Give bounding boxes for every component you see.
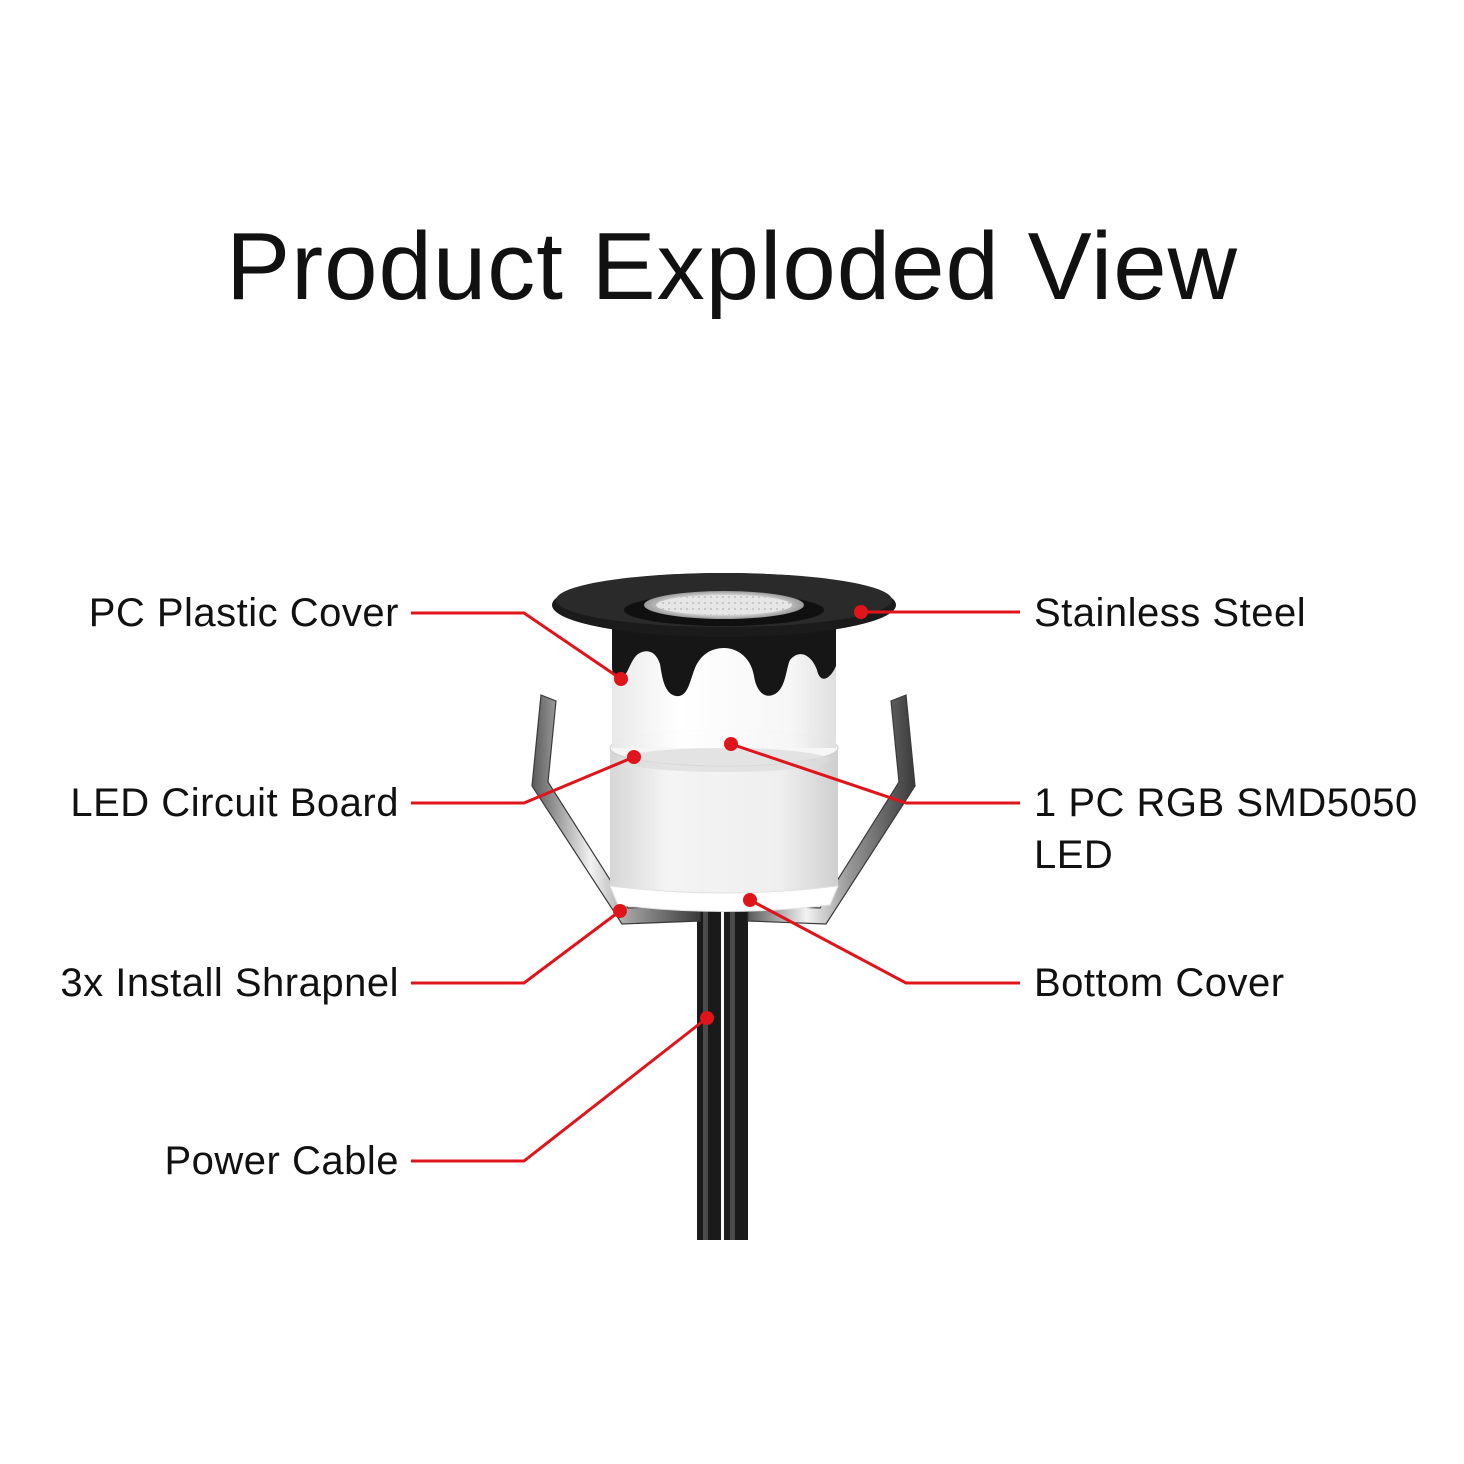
leader-pc-plastic-cover [411, 611, 622, 681]
dot-stainless-steel [854, 605, 868, 619]
callout-led-circuit-board: LED Circuit Board [70, 781, 399, 825]
dot-install-shrapnel [613, 904, 627, 918]
dot-bottom-cover [743, 893, 757, 907]
leader-power-cable [411, 1016, 708, 1163]
leader-install-shrapnel [411, 909, 621, 985]
callout-stainless-steel: Stainless Steel [1034, 591, 1307, 635]
dot-power-cable [700, 1011, 714, 1025]
callout-bottom-cover: Bottom Cover [1034, 961, 1285, 1005]
bottom-cover-drawing [609, 885, 839, 912]
callout-power-cable: Power Cable [164, 1139, 399, 1183]
lower-body [610, 748, 838, 893]
dot-led-circuit-board [627, 750, 641, 764]
power-cable-drawing [697, 905, 748, 1240]
leader-bottom-cover [749, 898, 1020, 985]
callout-rgb-led: 1 PC RGB SMD5050 LED [1034, 781, 1418, 877]
page-title: Product Exploded View [226, 213, 1238, 320]
leader-rgb-led [730, 742, 1020, 805]
dot-pc-plastic-cover [614, 672, 628, 686]
callout-pc-plastic-cover: PC Plastic Cover [88, 591, 399, 635]
dark-sleeve [612, 618, 836, 697]
dot-rgb-led [724, 737, 738, 751]
leader-led-circuit-board [411, 755, 635, 805]
callout-install-shrapnel: 3x Install Shrapnel [60, 961, 399, 1005]
